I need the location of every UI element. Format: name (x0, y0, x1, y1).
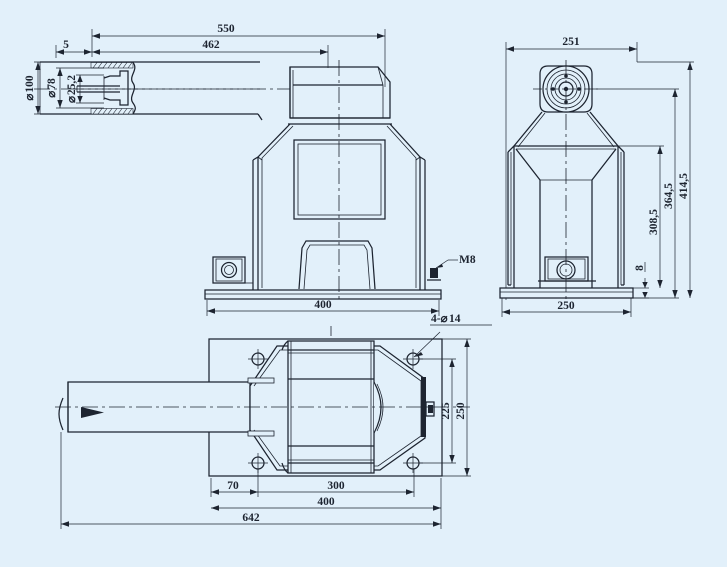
mounting-hole (248, 349, 268, 369)
dimension-dia-78: ⌀78 (46, 67, 104, 109)
side-housing (507, 111, 625, 288)
dimension-251: 251 (505, 36, 638, 300)
mounting-holes (248, 349, 423, 473)
dim-label-308-5: 308,5 (648, 209, 660, 235)
plan-rear-lug (421, 377, 435, 437)
dimension-462: 462 (92, 39, 329, 68)
motor-flange-circles (533, 65, 600, 113)
shaft-section-view: 550 462 5 (24, 23, 386, 121)
inspection-window (293, 139, 386, 220)
gearbox-housing (252, 123, 426, 290)
dimension-400-plan: 400 (211, 478, 442, 513)
junction-box (212, 256, 253, 284)
side-bottom-fitting (538, 256, 596, 282)
dim-label-642: 642 (242, 512, 260, 524)
dimension-550: 550 (91, 23, 386, 87)
dim-label-300: 300 (327, 480, 345, 492)
dimension-dia-100: ⌀100 (24, 61, 92, 115)
dimension-250-plan: 250 (442, 338, 471, 477)
ground-screw-m8: M8 (427, 254, 476, 281)
dimension-414-5: 414,5 (637, 61, 694, 298)
motor-barrel (288, 66, 392, 125)
dim-label-8: 8 (634, 265, 646, 271)
front-elevation-view: M8 400 (34, 60, 476, 316)
dimension-8: 8 (633, 262, 649, 299)
dim-label-dia-100: ⌀100 (24, 75, 36, 100)
dimension-70: 70 (210, 469, 259, 497)
dim-label-462: 462 (202, 39, 220, 51)
plan-top-view: 4-⌀14 225 250 (55, 313, 492, 529)
dimension-dia-25-2: ⌀25,2 (66, 74, 104, 104)
dim-label-225: 225 (440, 402, 452, 420)
dim-label-414-5: 414,5 (678, 173, 690, 199)
dimension-642: 642 (60, 432, 442, 529)
base-plate-front (204, 289, 442, 300)
dim-label-550: 550 (217, 23, 235, 35)
callout-label-4x14: 4-⌀14 (431, 313, 461, 325)
dim-label-70: 70 (227, 480, 239, 492)
callout-4x14: 4-⌀14 (413, 313, 492, 358)
dimension-308-5: 308,5 (618, 145, 664, 288)
dimension-300: 300 (258, 469, 415, 497)
dim-label-364-5: 364,5 (663, 183, 675, 209)
flange-hatching (90, 62, 134, 115)
dim-label-250-side: 250 (557, 300, 575, 312)
dim-label-5: 5 (63, 39, 69, 51)
inner-bracket (298, 240, 376, 290)
dim-label-dia-25-2: ⌀25,2 (66, 75, 78, 103)
side-elevation-view: 251 (499, 36, 694, 317)
base-plate-side (499, 287, 634, 299)
dim-label-251: 251 (562, 36, 580, 48)
callout-label-m8: M8 (459, 254, 476, 266)
dimension-5: 5 (55, 39, 92, 58)
dimension-250-side: 250 (501, 298, 632, 317)
shaft-break-profile (76, 62, 136, 115)
dimension-400-front: 400 (206, 299, 440, 316)
dimension-225: 225 (419, 358, 456, 464)
dim-label-250-plan: 250 (455, 402, 467, 420)
dim-label-400-front: 400 (314, 299, 332, 311)
dim-label-dia-78: ⌀78 (46, 78, 58, 98)
plan-left-tabs (247, 377, 275, 437)
dim-label-400-plan: 400 (317, 496, 335, 508)
